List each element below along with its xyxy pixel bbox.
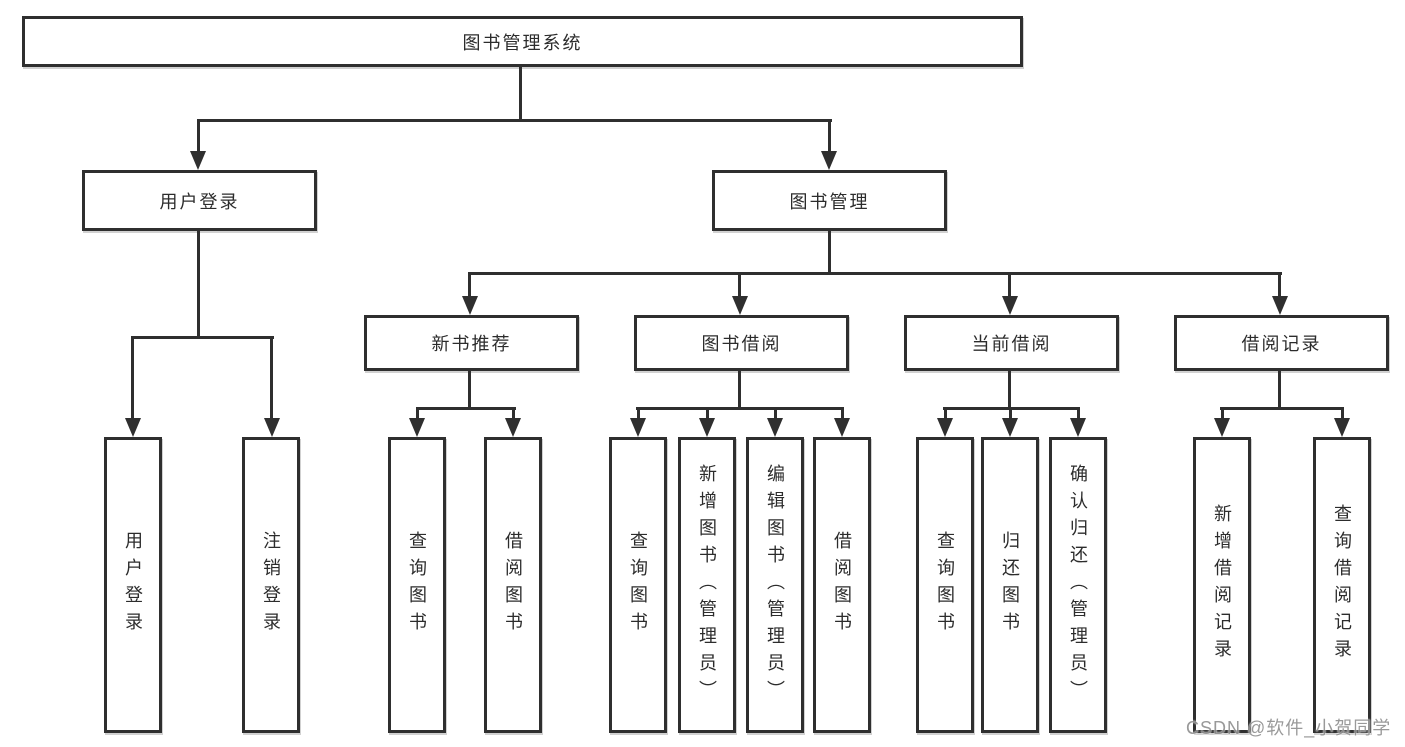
connector-drop — [416, 407, 419, 422]
leaf-borrow-books: 借阅图书 — [484, 437, 542, 733]
connector-drop — [637, 407, 640, 422]
connector-borrow-stem — [738, 371, 741, 409]
arrow-down-icon — [821, 151, 837, 170]
leaf-borrow-books: 借阅图书 — [813, 437, 871, 733]
arrow-down-icon — [462, 296, 478, 315]
leaf-query-books: 查询图书 — [388, 437, 446, 733]
node-label: 借阅图书 — [503, 531, 523, 639]
node-new-book-recommend: 新书推荐 — [364, 315, 579, 371]
connector-current-stem — [1008, 371, 1011, 409]
connector-level3-bar — [468, 272, 1282, 275]
leaf-confirm-return-admin: 确认归还（管理员） — [1049, 437, 1107, 733]
connector-mgmt-drop — [828, 119, 831, 153]
node-label: 注销登录 — [261, 531, 281, 639]
leaf-edit-books-admin: 编辑图书（管理员） — [746, 437, 804, 733]
arrow-down-icon — [1334, 418, 1350, 437]
node-label: 确认归还（管理员） — [1068, 463, 1088, 707]
csdn-watermark: CSDN @软件_小贺同学 — [1186, 718, 1392, 738]
connector-drop — [131, 336, 134, 421]
connector-drop — [738, 272, 741, 299]
connector-drop — [1009, 407, 1012, 422]
leaf-logout: 注销登录 — [242, 437, 300, 733]
arrow-down-icon — [1214, 418, 1230, 437]
node-book-management: 图书管理 — [712, 170, 947, 231]
connector-drop — [706, 407, 709, 422]
connector-rec-stem — [468, 371, 471, 409]
node-label: 当前借阅 — [971, 334, 1052, 354]
connector-borrow-bar — [636, 407, 844, 410]
leaf-add-books-admin: 新增图书（管理员） — [678, 437, 736, 733]
arrow-down-icon — [1002, 296, 1018, 315]
arrow-down-icon — [834, 418, 850, 437]
node-label: 查询图书 — [407, 531, 427, 639]
leaf-query-borrow-record: 查询借阅记录 — [1313, 437, 1371, 733]
node-label: 编辑图书（管理员） — [765, 463, 785, 707]
connector-drop — [270, 336, 273, 421]
node-label: 借阅记录 — [1241, 334, 1322, 354]
connector-record-stem — [1278, 371, 1281, 409]
node-user-login: 用户登录 — [82, 170, 317, 231]
connector-drop — [1221, 407, 1224, 422]
arrow-down-icon — [1272, 296, 1288, 315]
arrow-down-icon — [630, 418, 646, 437]
leaf-user-login: 用户登录 — [104, 437, 162, 733]
arrow-down-icon — [409, 418, 425, 437]
connector-drop — [1341, 407, 1344, 422]
arrow-down-icon — [732, 296, 748, 315]
node-label: 查询图书 — [628, 531, 648, 639]
connector-drop — [468, 272, 471, 299]
leaf-add-borrow-record: 新增借阅记录 — [1193, 437, 1251, 733]
connector-drop — [774, 407, 777, 422]
arrow-down-icon — [125, 418, 141, 437]
arrow-down-icon — [264, 418, 280, 437]
connector-drop — [512, 407, 515, 422]
arrow-down-icon — [190, 151, 206, 170]
node-library-management-system: 图书管理系统 — [22, 16, 1023, 67]
connector-record-bar — [1220, 407, 1344, 410]
leaf-query-books: 查询图书 — [609, 437, 667, 733]
node-label: 用户登录 — [123, 531, 143, 639]
leaf-query-books: 查询图书 — [916, 437, 974, 733]
connector-drop — [1008, 272, 1011, 299]
connector-drop — [944, 407, 947, 422]
arrow-down-icon — [937, 418, 953, 437]
node-book-borrowing: 图书借阅 — [634, 315, 849, 371]
node-label: 用户登录 — [159, 191, 240, 212]
arrow-down-icon — [699, 418, 715, 437]
node-borrowing-records: 借阅记录 — [1174, 315, 1389, 371]
arrow-down-icon — [1002, 418, 1018, 437]
node-label: 图书借阅 — [701, 334, 782, 354]
arrow-down-icon — [505, 418, 521, 437]
node-label: 查询借阅记录 — [1332, 504, 1352, 666]
connector-login-bar — [131, 336, 274, 339]
connector-drop — [1077, 407, 1080, 422]
node-current-borrowing: 当前借阅 — [904, 315, 1119, 371]
node-label: 查询图书 — [935, 531, 955, 639]
node-label: 借阅图书 — [832, 531, 852, 639]
leaf-return-books: 归还图书 — [981, 437, 1039, 733]
connector-drop — [841, 407, 844, 422]
connector-mgmt-stem — [828, 231, 831, 274]
arrow-down-icon — [1070, 418, 1086, 437]
connector-drop — [1278, 272, 1281, 299]
node-label: 新增图书（管理员） — [697, 463, 717, 707]
connector-rec-bar — [416, 407, 516, 410]
connector-login-stem — [197, 231, 200, 338]
node-label: 新增借阅记录 — [1212, 504, 1232, 666]
node-label: 归还图书 — [1000, 531, 1020, 639]
node-label: 新书推荐 — [431, 334, 512, 354]
node-label: 图书管理 — [789, 191, 870, 212]
connector-login-drop — [197, 119, 200, 153]
connector-level2-bar — [197, 119, 832, 122]
node-label: 图书管理系统 — [462, 32, 583, 53]
connector-root-stem — [519, 67, 522, 121]
arrow-down-icon — [767, 418, 783, 437]
